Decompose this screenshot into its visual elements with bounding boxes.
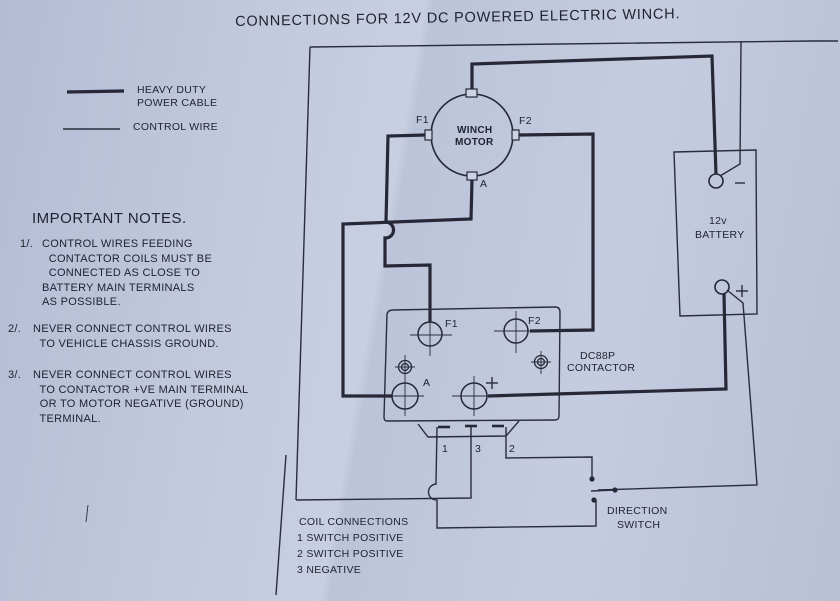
battery-label-line1: 12v <box>709 215 727 227</box>
wire-coil-3-negative <box>295 427 472 501</box>
contactor-f1-stud <box>410 314 452 356</box>
switch-pivot <box>612 487 618 493</box>
contactor-f2-stud <box>494 311 538 353</box>
contactor-small-stud-right <box>531 351 551 374</box>
motor-label-line1: WINCH <box>457 125 493 136</box>
wire-coil-1-to-switch <box>427 426 597 529</box>
frame-top <box>309 40 838 48</box>
contactor-small-stud-left <box>395 355 415 379</box>
stray-mark <box>85 504 89 523</box>
contactor-f1-label: F1 <box>445 318 458 330</box>
coil-pin-2-label: 2 <box>509 443 516 455</box>
note-1-number: 1/. <box>20 238 34 250</box>
frame-left-line <box>295 46 311 501</box>
battery <box>673 149 758 317</box>
coil-pin-1-label: 1 <box>442 443 449 455</box>
contactor-body <box>383 306 561 422</box>
wire-battery-positive-to-switch <box>597 289 758 491</box>
cable-motor-a-to-contactor-a <box>341 179 474 398</box>
switch-label-line1: DIRECTION <box>607 505 668 517</box>
winch-motor <box>424 88 520 181</box>
switch-lever <box>590 489 616 492</box>
coil-connection-2: 2 SWITCH POSITIVE <box>297 548 404 560</box>
coil-pin-3-label: 3 <box>475 443 482 455</box>
contactor-a-stud <box>386 378 424 416</box>
wire-battery-negative-tap <box>719 40 742 177</box>
motor-a-label: A <box>480 178 488 190</box>
cable-contactor-plus-to-battery-positive <box>487 293 728 398</box>
note-3-text: NEVER CONNECT CONTROL WIRES TO CONTACTOR… <box>33 369 249 425</box>
coil-connections-heading: COIL CONNECTIONS <box>299 516 409 528</box>
motor-a-terminal <box>466 171 478 181</box>
motor-label-line2: MOTOR <box>455 137 494 148</box>
contactor-f2-label: F2 <box>528 315 541 327</box>
fold-line <box>275 454 287 596</box>
contactor-coil-housing <box>417 420 520 438</box>
cable-motor-to-battery-negative <box>470 54 718 175</box>
switch-contact-upper <box>589 476 595 482</box>
motor-f2-terminal <box>511 129 520 141</box>
battery-positive-terminal <box>714 279 730 295</box>
motor-f1-label: F1 <box>416 114 429 126</box>
contactor <box>383 306 561 438</box>
note-1-text: CONTROL WIRES FEEDING CONTACTOR COILS MU… <box>42 238 213 308</box>
motor-f1-terminal <box>424 129 433 141</box>
note-2-number: 2/. <box>8 323 22 335</box>
legend-control-label: CONTROL WIRE <box>133 121 218 133</box>
coil-connection-1: 1 SWITCH POSITIVE <box>297 532 404 544</box>
coil-connection-3: 3 NEGATIVE <box>297 564 362 576</box>
notes-heading: IMPORTANT NOTES. <box>32 210 187 227</box>
cable-motor-f1-to-contactor-f1 <box>383 133 432 322</box>
legend-heavy-label: HEAVY DUTY POWER CABLE <box>137 84 218 109</box>
contactor-plus-stud <box>452 376 498 416</box>
motor-f2-label: F2 <box>519 115 532 127</box>
contactor-label-line2: CONTACTOR <box>567 362 636 374</box>
switch-label-line2: SWITCH <box>617 519 661 531</box>
battery-case <box>673 149 758 317</box>
direction-switch <box>589 476 618 503</box>
wire-coil-2-to-switch <box>505 427 593 478</box>
note-3-number: 3/. <box>8 369 22 381</box>
contactor-label-line1: DC88P <box>580 350 616 362</box>
battery-label-line2: BATTERY <box>695 229 745 241</box>
motor-top-terminal <box>465 88 478 98</box>
cable-motor-f2-to-contactor-f2 <box>518 132 595 333</box>
switch-contact-lower <box>591 497 597 503</box>
contactor-a-label: A <box>423 377 431 389</box>
legend-heavy-line <box>66 89 125 94</box>
note-2-text: NEVER CONNECT CONTROL WIRES TO VEHICLE C… <box>33 323 232 350</box>
